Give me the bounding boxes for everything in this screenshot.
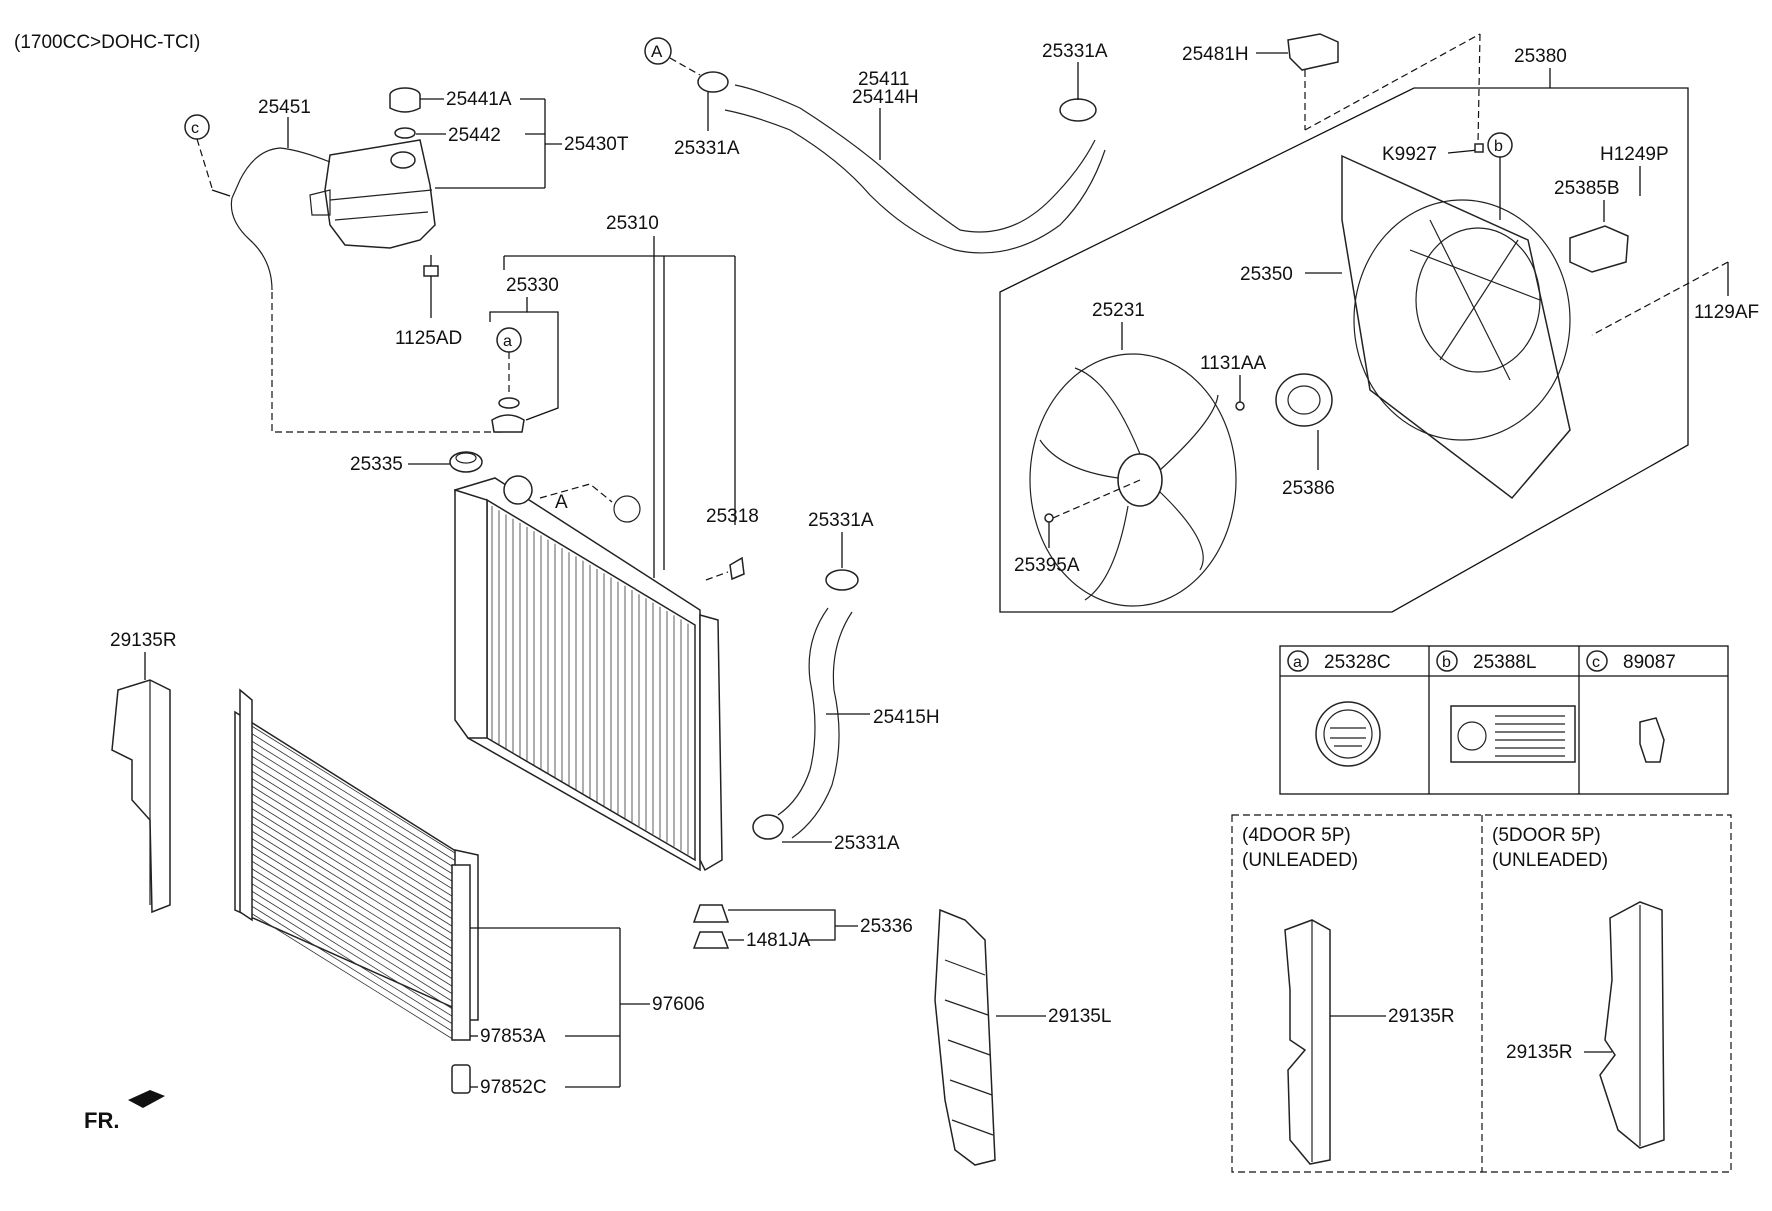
reservoir-bolt (423, 255, 439, 277)
resistor-25385B (1569, 225, 1629, 273)
reservoir-seal (394, 127, 416, 139)
label-25414H: 25414H (852, 87, 919, 108)
upper-hose-clamp-left (697, 71, 729, 93)
legend-letter-c: c (1592, 654, 1600, 671)
label-25310: 25310 (606, 213, 659, 234)
condenser (234, 688, 479, 1041)
label-25441A: 25441A (446, 89, 512, 110)
label-25415H: 25415H (873, 707, 940, 728)
label-25481H: 25481H (1182, 44, 1249, 65)
air-guard-left (111, 679, 171, 914)
label-25386: 25386 (1282, 478, 1335, 499)
callout-A-upper-label: A (651, 42, 663, 61)
legend-image-c (1639, 717, 1665, 763)
drier-plug (451, 1064, 471, 1094)
front-arrow-icon (128, 1090, 165, 1108)
label-1129AF: 1129AF (1694, 302, 1759, 323)
variant-line2-1: (UNLEADED) (1492, 850, 1608, 871)
legend-letter-a: a (1293, 654, 1302, 671)
variant-part-1: 29135R (1506, 1042, 1573, 1063)
callout-b-label: b (1494, 138, 1503, 155)
upper-hose (724, 84, 1106, 254)
callout-a-label: a (503, 333, 512, 350)
drain-cock (692, 904, 730, 923)
label-25442: 25442 (448, 125, 501, 146)
label-97853A: 97853A (480, 1026, 546, 1047)
lower-hose-clamp-bottom (752, 814, 784, 840)
label-K9927: K9927 (1382, 144, 1437, 165)
variant-guard-5door (1599, 901, 1665, 1149)
legend-letter-b: b (1442, 654, 1451, 671)
legend-part-a: 25328C (1324, 652, 1391, 673)
radiator (454, 475, 723, 872)
label-25411: 25411 (858, 69, 909, 90)
bolt-25395A (1044, 513, 1054, 523)
fan-motor (1275, 373, 1333, 427)
lower-hose-clamp-top (825, 569, 859, 591)
variant-line1-0: (4DOOR 5P) (1242, 825, 1351, 846)
label-25330: 25330 (506, 275, 559, 296)
radiator-cap (449, 451, 483, 473)
front-indicator: FR. (84, 1108, 119, 1133)
overflow-hose (211, 147, 331, 291)
label-29135L: 29135L (1048, 1006, 1111, 1027)
legend-table (1279, 645, 1729, 795)
label-1125AD: 1125AD (395, 328, 462, 349)
label-25385B: 25385B (1554, 178, 1620, 199)
reservoir-tank (309, 139, 436, 249)
label-25335: 25335 (350, 454, 403, 475)
callout-A-upper (644, 37, 672, 65)
variant-part-0: 29135R (1388, 1006, 1455, 1027)
upper-hose-clamp-right (1059, 98, 1097, 122)
legend-image-b (1450, 705, 1576, 763)
label-25451: 25451 (258, 97, 311, 118)
callout-A-text: A (555, 492, 568, 513)
legend-callout-c (1586, 650, 1608, 672)
label-25331A-mid: 25331A (808, 510, 874, 531)
label-H1249P: H1249P (1600, 144, 1669, 165)
label-25331A-top-right: 25331A (1042, 41, 1108, 62)
engine-note: (1700CC>DOHC-TCI) (14, 32, 200, 53)
legend-image-a (1315, 701, 1381, 767)
bolt-1131AA (1235, 401, 1245, 411)
variant-guard-4door (1284, 919, 1331, 1165)
label-25430T: 25430T (564, 134, 629, 155)
label-25318: 25318 (706, 506, 759, 527)
callout-A-radiator (613, 495, 641, 523)
label-29135R-left: 29135R (110, 630, 177, 651)
label-1131AA: 1131AA (1200, 353, 1267, 374)
drain-cock-seal (692, 931, 730, 949)
legend-part-c: 89087 (1623, 652, 1676, 673)
legend-callout-b (1436, 650, 1458, 672)
variant-line2-0: (UNLEADED) (1242, 850, 1358, 871)
label-1481JA: 1481JA (746, 930, 811, 951)
label-25331A-top-left: 25331A (674, 138, 740, 159)
label-25336: 25336 (860, 916, 913, 937)
label-25231: 25231 (1092, 300, 1145, 321)
bracket-25481H (1287, 33, 1339, 71)
label-25395A: 25395A (1014, 555, 1080, 576)
variant-line1-1: (5DOOR 5P) (1492, 825, 1601, 846)
label-97606: 97606 (652, 994, 705, 1015)
clip-K9927 (1474, 143, 1484, 153)
fan-shroud (1341, 154, 1571, 500)
label-25350: 25350 (1240, 264, 1293, 285)
legend-part-b: 25388L (1473, 652, 1536, 673)
legend-callout-a (1287, 650, 1309, 672)
filler-neck-seal (491, 397, 525, 433)
label-97852C: 97852C (480, 1077, 547, 1098)
reservoir-cap (389, 87, 421, 113)
callout-c-label: c (191, 120, 199, 137)
label-25380: 25380 (1514, 46, 1567, 67)
air-guard-right (934, 908, 996, 1166)
drain-plug (729, 556, 745, 581)
lower-hose (777, 607, 853, 839)
label-25331A-bottom: 25331A (834, 833, 900, 854)
fan-assembly-frame (999, 87, 1689, 613)
receiver-drier (451, 864, 471, 1041)
